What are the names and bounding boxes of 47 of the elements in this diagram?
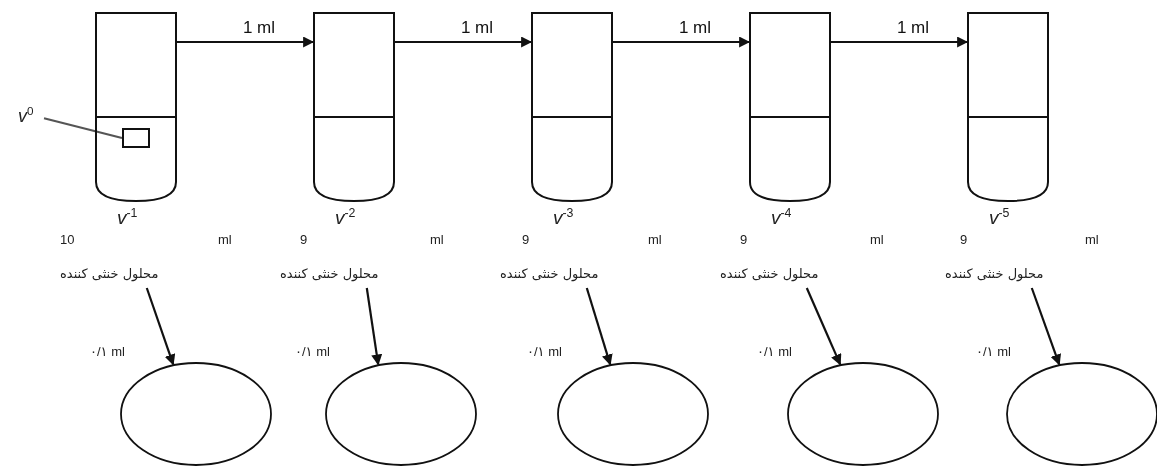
petri-dish bbox=[120, 362, 272, 466]
volume-text: 10 bbox=[60, 232, 75, 247]
petri-dish bbox=[1006, 362, 1157, 466]
volume-label: ۰/۱ ml bbox=[295, 344, 330, 359]
volume-text: 9 bbox=[960, 232, 968, 247]
volume-label: ۰/۱ ml bbox=[90, 344, 125, 359]
tube-label: v$^{-5}$ bbox=[989, 206, 1010, 230]
arrow bbox=[395, 36, 533, 48]
volume-text: ml bbox=[1085, 232, 1099, 247]
sample-label: v$^{0}$ bbox=[18, 104, 34, 127]
test-tube bbox=[749, 12, 831, 202]
test-tube bbox=[95, 12, 177, 202]
arrow bbox=[145, 287, 176, 366]
volume-text: ml bbox=[870, 232, 884, 247]
test-tube bbox=[531, 12, 613, 202]
arrow bbox=[805, 287, 842, 366]
arrow bbox=[585, 287, 613, 366]
tube-label: v$^{-2}$ bbox=[335, 206, 356, 230]
tube-label: v$^{-3}$ bbox=[553, 206, 574, 230]
solution-label: محلول خنثی کننده bbox=[60, 266, 159, 281]
tube-label: v$^{-4}$ bbox=[771, 206, 792, 230]
volume-text: 9 bbox=[740, 232, 748, 247]
petri-dish bbox=[557, 362, 709, 466]
arrow bbox=[1030, 287, 1062, 366]
petri-dish bbox=[787, 362, 939, 466]
solution-label: محلول خنثی کننده bbox=[500, 266, 599, 281]
volume-label: ۰/۱ ml bbox=[757, 344, 792, 359]
tube-label: v$^{-1}$ bbox=[117, 206, 138, 230]
arrow bbox=[613, 36, 751, 48]
volume-label: ۰/۱ ml bbox=[527, 344, 562, 359]
volume-text: ml bbox=[430, 232, 444, 247]
volume-text: 9 bbox=[300, 232, 308, 247]
test-tube bbox=[313, 12, 395, 202]
leader-line bbox=[43, 117, 123, 140]
arrow bbox=[177, 36, 315, 48]
arrow bbox=[831, 36, 969, 48]
sample-box bbox=[122, 128, 150, 148]
solution-label: محلول خنثی کننده bbox=[280, 266, 379, 281]
petri-dish bbox=[325, 362, 477, 466]
volume-text: 9 bbox=[522, 232, 530, 247]
volume-text: ml bbox=[218, 232, 232, 247]
volume-label: ۰/۱ ml bbox=[976, 344, 1011, 359]
test-tube bbox=[967, 12, 1049, 202]
volume-text: ml bbox=[648, 232, 662, 247]
solution-label: محلول خنثی کننده bbox=[945, 266, 1044, 281]
arrow bbox=[365, 287, 383, 366]
solution-label: محلول خنثی کننده bbox=[720, 266, 819, 281]
